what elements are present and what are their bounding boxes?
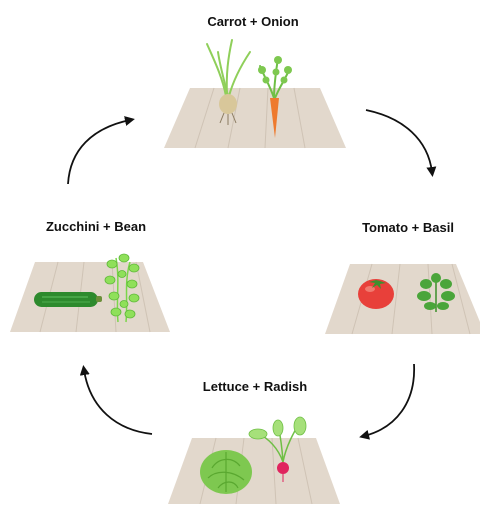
arrow-left-to-top: [68, 120, 130, 184]
garden-bed-right: [325, 264, 480, 334]
station-label-bottom: Lettuce + Radish: [203, 379, 307, 394]
lettuce-icon: [200, 450, 252, 494]
arrow-right-to-bottom: [364, 364, 414, 436]
station-label-top: Carrot + Onion: [207, 14, 298, 29]
garden-bed-top: [164, 40, 346, 148]
garden-bed-bottom: [168, 417, 340, 504]
tomato-icon: [358, 279, 394, 309]
arrow-bottom-to-left: [84, 370, 152, 434]
garden-bed-left: [10, 254, 170, 332]
station-label-left: Zucchini + Bean: [46, 219, 146, 234]
zucchini-icon: [34, 292, 102, 307]
station-label-right: Tomato + Basil: [362, 220, 454, 235]
arrow-top-to-right: [366, 110, 432, 172]
